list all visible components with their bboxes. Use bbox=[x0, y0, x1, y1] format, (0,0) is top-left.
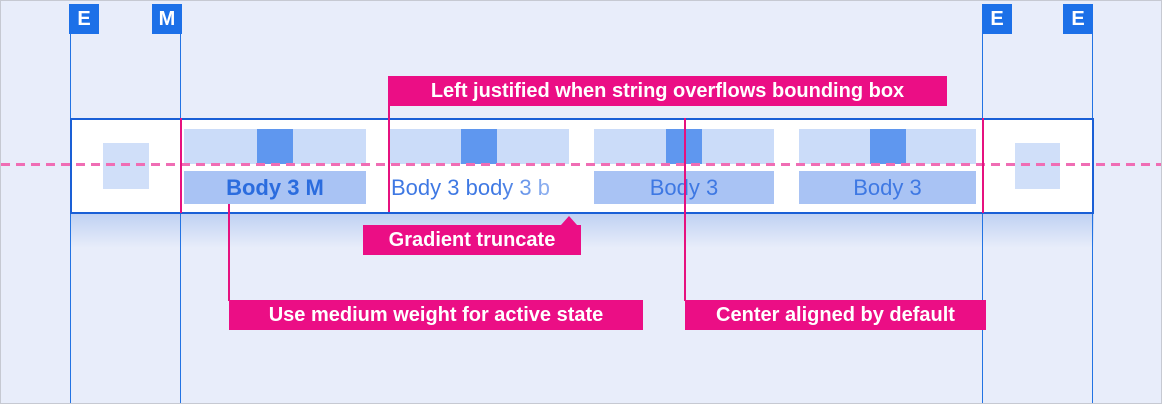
tab-item-active[interactable]: Body 3 M bbox=[184, 171, 366, 204]
tab-icon-placeholder bbox=[869, 129, 906, 164]
annotation-label-active-weight: Use medium weight for active state bbox=[229, 300, 643, 330]
annotation-connector-tab-left-edge bbox=[180, 118, 182, 213]
tab-item-truncated[interactable]: Body 3 body 3 b bbox=[388, 171, 569, 204]
spacing-badge-edge: E bbox=[1063, 4, 1093, 34]
spacing-badge-middle: M bbox=[152, 4, 182, 34]
annotation-label-center-align: Center aligned by default bbox=[685, 300, 986, 330]
tab-item[interactable]: Body 3 bbox=[799, 171, 976, 204]
tab-icon-row[interactable] bbox=[184, 129, 366, 164]
spacing-guide-line bbox=[982, 34, 983, 403]
annotation-connector-bar-right-edge bbox=[982, 118, 984, 213]
annotation-connector-active-weight bbox=[228, 204, 230, 301]
tab-icon-row[interactable] bbox=[799, 129, 976, 164]
annotation-label-gradient-truncate: Gradient truncate bbox=[363, 216, 581, 255]
trailing-icon-placeholder[interactable] bbox=[1015, 143, 1060, 189]
leading-icon-placeholder[interactable] bbox=[103, 143, 149, 189]
tab-icon-row[interactable] bbox=[388, 129, 569, 164]
tab-icon-placeholder bbox=[257, 129, 293, 164]
annotation-connector-overflow bbox=[388, 105, 390, 212]
spacing-guide-line bbox=[1092, 34, 1093, 403]
spacing-guide-line bbox=[70, 34, 71, 403]
tab-icon-placeholder bbox=[460, 129, 497, 164]
annotation-connector-center-align bbox=[684, 118, 686, 301]
spacing-badge-edge: E bbox=[69, 4, 99, 34]
annotation-label-overflow: Left justified when string overflows bou… bbox=[388, 76, 947, 106]
bar-drop-shadow bbox=[70, 214, 1094, 248]
spacing-badge-edge: E bbox=[982, 4, 1012, 34]
spacing-guide-line bbox=[180, 34, 181, 403]
center-baseline-dashed-line bbox=[1, 163, 1161, 166]
